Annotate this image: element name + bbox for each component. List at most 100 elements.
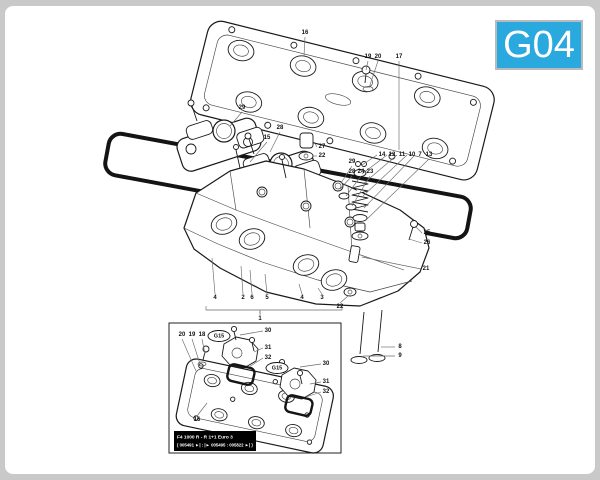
g15-ref-label: G15 xyxy=(272,366,282,372)
leader-line-24 xyxy=(345,175,362,197)
tappet-and-nut-drawing xyxy=(298,132,314,161)
part-callout-16: 16 xyxy=(302,30,309,36)
part-callout-10: 10 xyxy=(409,152,416,158)
part-callout-20: 20 xyxy=(375,54,382,60)
part-callout-20: 20 xyxy=(179,332,186,338)
leader-line-31 xyxy=(309,381,322,385)
part-callout-17: 17 xyxy=(396,54,403,60)
part-callout-16: 16 xyxy=(194,417,201,423)
part-callout-8: 8 xyxy=(398,344,402,350)
leader-line-16 xyxy=(303,36,306,57)
leader-line-29 xyxy=(340,165,353,184)
bracket-line xyxy=(205,306,343,311)
part-callout-15: 15 xyxy=(264,135,271,141)
leader-line-16 xyxy=(196,402,208,417)
part-callout-19: 19 xyxy=(189,332,196,338)
leader-line-21 xyxy=(361,256,422,270)
leader-line-22 xyxy=(339,295,349,304)
part-callout-31: 31 xyxy=(265,345,272,351)
leader-line-7 xyxy=(363,154,416,209)
leader-line-25 xyxy=(414,225,423,234)
leader-line-26 xyxy=(408,238,423,244)
part-callout-28: 28 xyxy=(277,125,284,131)
leader-line-20 xyxy=(368,60,379,89)
leader-line-27 xyxy=(313,141,318,148)
leader-line-13 xyxy=(365,158,430,221)
cylinder-head-drawing xyxy=(183,144,430,307)
part-callout-19: 19 xyxy=(365,54,372,60)
leader-line-15 xyxy=(249,141,268,163)
g15-ref-badge[interactable]: G15 xyxy=(265,362,289,374)
brand-logo-oval xyxy=(325,93,352,106)
part-callout-29: 29 xyxy=(239,105,246,111)
leader-line-4 xyxy=(298,283,303,295)
catalog-page: G15 G15 F4 1000 R - R 1+1 Euro 3 ( 00549… xyxy=(5,6,595,474)
page-code: G04 xyxy=(503,24,575,66)
inset-coil-units-drawing xyxy=(197,325,317,418)
leader-line-28 xyxy=(339,175,353,190)
leader-line-30 xyxy=(299,363,322,368)
part-callout-7: 7 xyxy=(418,152,422,158)
part-callout-26: 26 xyxy=(424,240,431,246)
part-callout-22: 22 xyxy=(337,304,344,310)
leader-line-28 xyxy=(269,131,281,153)
part-callout-31: 31 xyxy=(323,379,330,385)
part-callout-2: 2 xyxy=(241,295,245,301)
part-callout-27: 27 xyxy=(319,144,326,150)
inset-detail-box: G15 G15 F4 1000 R - R 1+1 Euro 3 ( 00549… xyxy=(168,322,342,454)
leader-line-6 xyxy=(249,269,253,295)
part-callout-30: 30 xyxy=(265,328,272,334)
leader-line-14 xyxy=(361,154,378,166)
leader-line-2 xyxy=(240,265,244,295)
leader-line-5 xyxy=(264,273,268,295)
part-callout-18: 18 xyxy=(199,332,206,338)
part-callout-24: 24 xyxy=(358,169,365,175)
part-callout-11: 11 xyxy=(399,152,406,158)
g15-ref-badge[interactable]: G15 xyxy=(207,330,231,342)
part-callout-13: 13 xyxy=(426,152,433,158)
leader-line-31 xyxy=(253,347,264,353)
assembly-bracket xyxy=(205,306,343,314)
model-range-box: F4 1000 R - R 1+1 Euro 3 ( 005491 ►| : |… xyxy=(174,431,256,451)
valves-drawing xyxy=(350,309,386,364)
part-callout-4: 4 xyxy=(300,295,304,301)
part-callout-23: 23 xyxy=(367,169,374,175)
leader-line-4 xyxy=(211,257,216,295)
leader-line-3 xyxy=(317,287,323,295)
leader-line-32 xyxy=(248,357,264,368)
part-callout-1: 1 xyxy=(258,316,262,322)
part-callout-32: 32 xyxy=(265,355,272,361)
part-callout-12: 12 xyxy=(389,152,396,158)
part-callout-5: 5 xyxy=(265,295,269,301)
leader-line-10 xyxy=(362,154,408,197)
leader-line-29 xyxy=(229,111,243,127)
leader-line-30 xyxy=(239,330,264,336)
part-callout-9: 9 xyxy=(398,353,402,359)
part-callout-14: 14 xyxy=(379,152,386,158)
leader-line-12 xyxy=(361,154,388,175)
small-hardware-drawing xyxy=(343,220,418,297)
leader-line-19 xyxy=(191,338,201,365)
part-callout-4: 4 xyxy=(213,295,217,301)
part-callout-25: 25 xyxy=(424,230,431,236)
part-callout-3: 3 xyxy=(320,295,324,301)
leader-line-18 xyxy=(201,338,206,355)
g15-ref-label: G15 xyxy=(214,334,224,340)
leader-line-23 xyxy=(351,175,371,207)
part-callout-30: 30 xyxy=(323,361,330,367)
part-callout-28: 28 xyxy=(349,169,356,175)
camshaft-caps-drawing xyxy=(176,99,325,208)
part-callout-21: 21 xyxy=(423,266,430,272)
part-callout-29: 29 xyxy=(349,159,356,165)
leader-line-20 xyxy=(181,338,197,372)
model-name: F4 1000 R - R 1+1 Euro 3 xyxy=(177,435,233,441)
leader-line-11 xyxy=(362,154,398,185)
leader-line-32 xyxy=(305,391,322,398)
part-callout-22: 22 xyxy=(319,153,326,159)
vin-range: ( 005491 ►| : |► 005495 : 005822 ►| ) xyxy=(177,443,253,448)
part-callout-6: 6 xyxy=(250,295,254,301)
